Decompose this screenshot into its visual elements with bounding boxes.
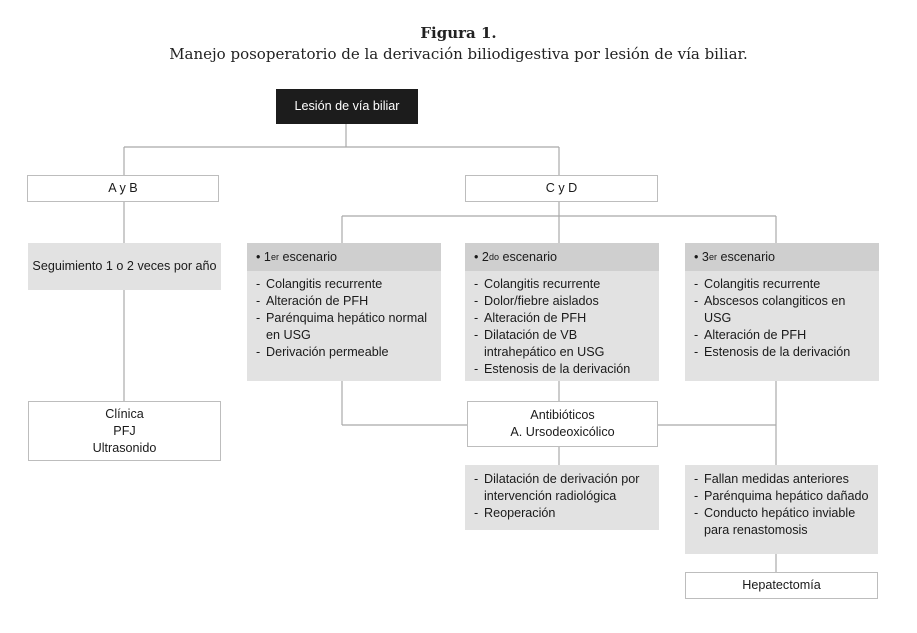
root-node: Lesión de vía biliar (276, 89, 418, 124)
scenario2-item-list: -Colangitis recurrente -Dolor/fiebre ais… (465, 271, 659, 378)
list-item: -Dolor/fiebre aislados (474, 294, 599, 308)
list-item: -Colangitis recurrente (694, 277, 821, 291)
list-item: -Alteración de PFH (474, 311, 587, 325)
list-item: -Fallan medidas anteriores (694, 472, 849, 486)
list-item: -Reoperación (474, 506, 556, 520)
intervention-item-list: -Dilatación de derivación por intervenci… (465, 465, 659, 522)
scenario3-item-list: -Colangitis recurrente -Abscesos colangi… (685, 271, 879, 361)
list-item: -Parénquima hepático dañado (694, 489, 869, 503)
list-item: -Alteración de PFH (256, 294, 369, 308)
followup-node: Seguimiento 1 o 2 veces por año (28, 243, 221, 290)
hepatectomy-label: Hepatectomía (742, 578, 821, 592)
antibiotics-line: Antibióticos (530, 408, 595, 422)
branch-cd-node: C y D (465, 175, 658, 202)
list-item: -Parénquima hepático normal en USG (256, 311, 428, 342)
ursodeoxicolico-line: A. Ursodeoxicólico (510, 425, 615, 439)
list-item: -Dilatación de derivación por intervenci… (474, 472, 640, 503)
list-item: -Estenosis de la derivación (694, 345, 851, 359)
failure-item-list: -Fallan medidas anteriores -Parénquima h… (685, 465, 878, 539)
list-item: -Alteración de PFH (694, 328, 807, 342)
scenario1-number: 1 (263, 249, 271, 264)
branch-ab-node: A y B (27, 175, 219, 202)
scenario2-bullet: • (474, 249, 479, 264)
failure-node: -Fallan medidas anteriores -Parénquima h… (685, 465, 878, 554)
list-item: -Estenosis de la derivación (474, 362, 631, 376)
figure-subtitle: Manejo posoperatorio de la derivación bi… (169, 45, 748, 63)
monitoring-line-clinica: Clínica (105, 406, 144, 421)
list-item: -Abscesos colangiticos en USG (694, 294, 846, 325)
scenario3-word: escenario (720, 249, 776, 264)
figure-title: Figura 1. (420, 24, 497, 42)
list-item: -Colangitis recurrente (474, 277, 601, 291)
scenario1-word: escenario (282, 249, 338, 264)
monitoring-line-pfj: PFJ (113, 423, 136, 438)
monitoring-line-ultrasonido: Ultrasonido (92, 440, 157, 455)
followup-label: Seguimiento 1 o 2 veces por año (32, 259, 217, 273)
list-item: -Dilatación de VB intrahepático en USG (474, 328, 605, 359)
antibiotics-node: Antibióticos A. Ursodeoxicólico (467, 401, 658, 447)
branch-ab-label: A y B (108, 181, 138, 195)
monitoring-node: Clínica PFJ Ultrasonido (28, 401, 221, 461)
intervention-node: -Dilatación de derivación por intervenci… (465, 465, 659, 530)
list-item: -Colangitis recurrente (256, 277, 383, 291)
branch-cd-label: C y D (545, 181, 578, 195)
scenario1-item-list: -Colangitis recurrente -Alteración de PF… (247, 271, 441, 361)
list-item: -Conducto hepático inviable para renasto… (694, 506, 856, 537)
scenario2-number: 2 (481, 249, 489, 264)
list-item: -Derivación permeable (256, 345, 389, 359)
hepatectomy-node: Hepatectomía (685, 572, 878, 599)
scenario3-number: 3 (701, 249, 709, 264)
root-label: Lesión de vía biliar (294, 99, 400, 113)
scenario2-word: escenario (502, 249, 558, 264)
scenario3-bullet: • (694, 249, 699, 264)
scenario1-bullet: • (256, 249, 261, 264)
